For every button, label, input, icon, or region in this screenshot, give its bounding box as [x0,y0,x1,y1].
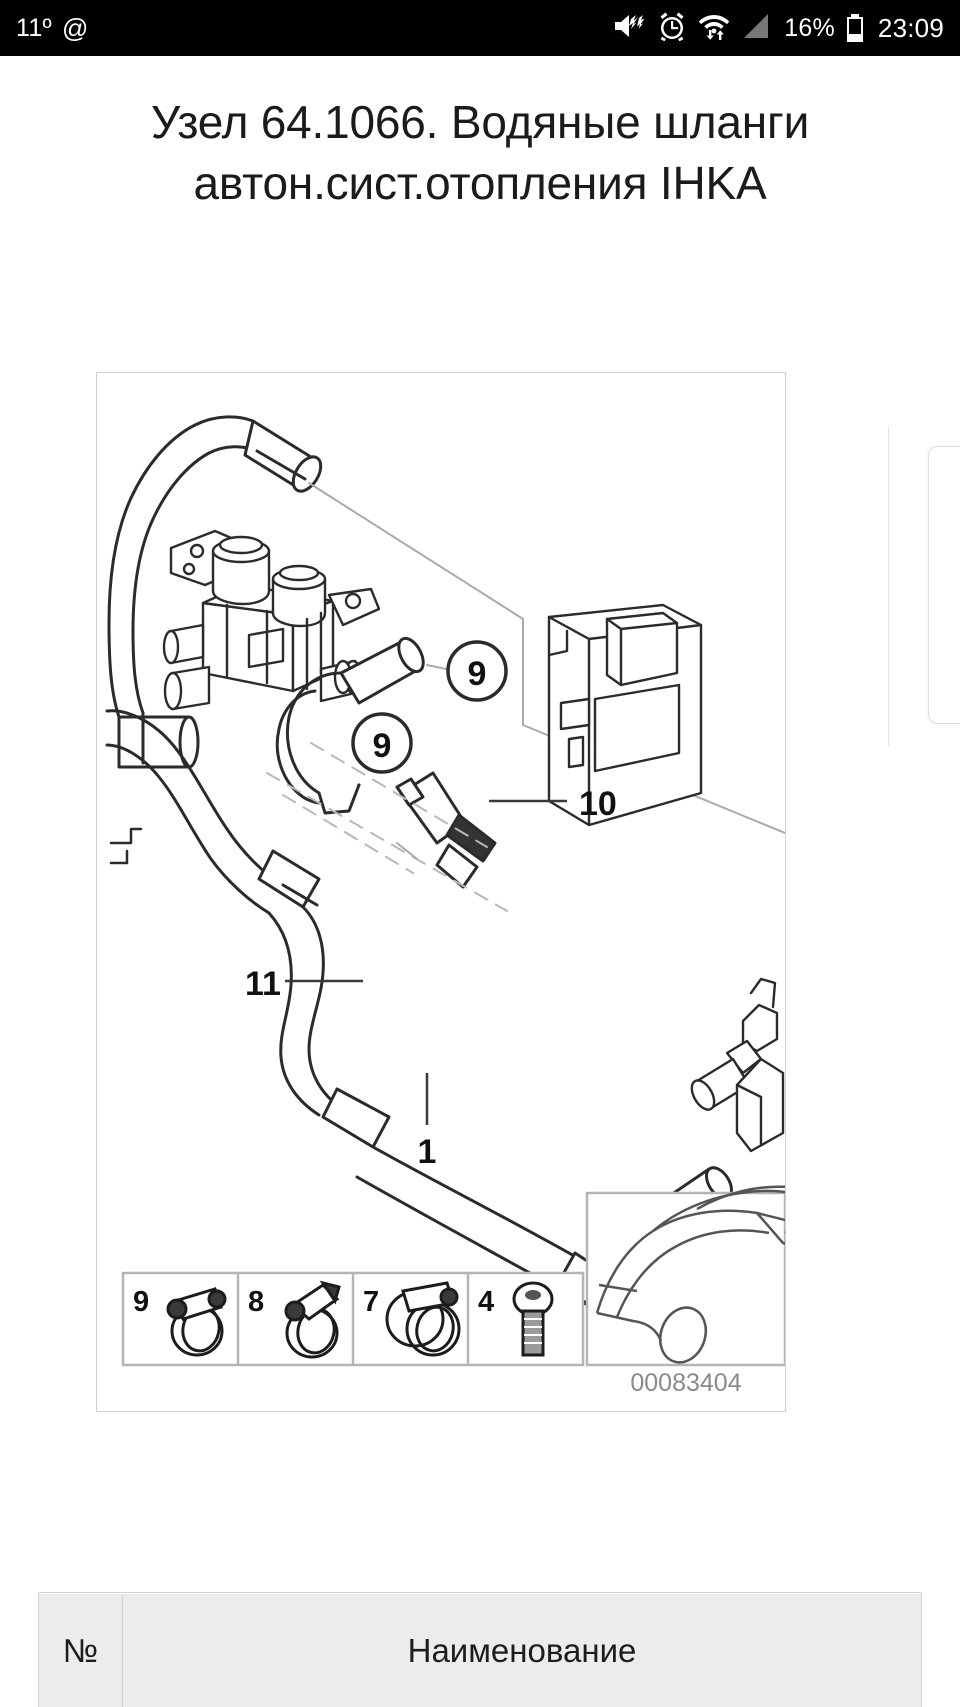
volume-mute-vibrate-icon [612,11,646,46]
parts-table-header-row: № Наименование [39,1593,921,1707]
clock: 23:09 [877,12,944,43]
double-hose-clamp-icon [385,1281,461,1357]
ghost-guide-lines [266,742,508,912]
page-content: Узел 64.1066. Водяные шланги автон.сист.… [0,56,960,1707]
temperature-sensor-10 [395,771,497,889]
legend-number-9: 9 [133,1286,149,1318]
car-front-outline-icon [595,1185,785,1364]
parts-table-header-name: Наименование [407,1632,637,1669]
hose-u-shaped-11 [275,636,425,815]
diagram-svg: 11 9 9 10 1 [105,415,785,1397]
account-icon: @ [61,13,89,43]
legend-number-8: 8 [248,1286,264,1318]
hose-clamp-icon [166,1287,227,1357]
callout-9-lower: 9 [351,712,413,774]
svg-text:11: 11 [245,965,281,1003]
legend-strip: 9 8 7 [121,1271,585,1367]
svg-text:1: 1 [418,1133,437,1171]
parts-table-header-no: № [39,1594,123,1707]
callout-11: 11 [245,965,363,1003]
wifi-data-transfer-icon [698,11,730,46]
callout-10: 10 [489,785,617,823]
legend-number-4: 4 [478,1286,494,1318]
callout-9-upper: 9 [446,640,508,702]
hose-upper-left [107,415,323,633]
hose-clamp-icon [284,1280,341,1359]
svg-text:9: 9 [373,727,392,765]
status-bar-left: 11º @ [16,14,88,43]
page-edge-divider [888,426,889,746]
weather-temperature: 11º [16,13,52,42]
parts-table[interactable]: № Наименование [38,1592,922,1707]
status-bar: 11º @ [0,0,960,56]
bracket-clip [109,827,143,865]
bolt-screw-icon [512,1281,554,1357]
offscreen-side-panel[interactable] [928,446,960,724]
cellular-signal-icon [741,12,771,45]
svg-text:9: 9 [468,655,487,693]
status-bar-right: 16% 23:09 [612,11,944,46]
callout-1: 1 [418,1073,437,1171]
alarm-clock-icon [657,11,687,46]
battery-percentage: 16% [784,13,835,42]
exploded-parts-diagram[interactable]: 11 9 9 10 1 [96,372,786,1412]
heater-housing [547,603,703,827]
vehicle-thumbnail-box: 00083404 [585,1185,785,1397]
coolant-fitting [690,977,785,1153]
battery-low-icon [846,14,863,42]
page-title: Узел 64.1066. Водяные шланги автон.сист.… [150,96,810,210]
drawing-number: 00083404 [630,1369,741,1397]
svg-text:10: 10 [579,785,617,823]
legend-number-7: 7 [363,1286,379,1318]
